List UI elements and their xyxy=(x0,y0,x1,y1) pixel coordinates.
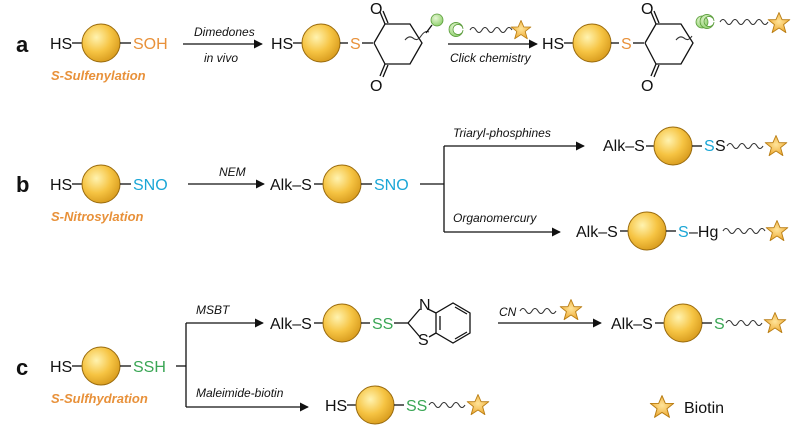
panel-c-label: c xyxy=(16,355,28,380)
b-sno-text: SNO xyxy=(133,177,168,194)
c-lower-ss: SS xyxy=(406,398,427,415)
b-protein-sphere xyxy=(81,164,121,204)
a-click-chemistry: Click chemistry xyxy=(450,51,532,65)
b-reagent-organomercury: Organomercury xyxy=(453,211,537,225)
b-lower-s-blue: S xyxy=(678,224,689,241)
c-final-s: S xyxy=(714,316,725,333)
a-ketone-o-bottom: O xyxy=(370,78,382,95)
c-ss-text: SS xyxy=(372,316,393,333)
c-benz-s: S xyxy=(418,332,429,349)
a-hs-text-2: HS xyxy=(271,36,293,53)
c-benzothiazole xyxy=(407,302,471,344)
c-lower-biotin-star-icon xyxy=(466,394,490,416)
c-cn-linker xyxy=(519,307,557,315)
c-modification-name: S-Sulfhydration xyxy=(51,391,148,406)
a-alkyne-probe xyxy=(430,13,444,27)
a-soh-text: SOH xyxy=(133,36,168,53)
b-reagent-nem: NEM xyxy=(219,165,246,179)
a-ketone-o-bottom-2: O xyxy=(641,78,653,95)
a-protein-sphere xyxy=(81,23,121,63)
panel-b-label: b xyxy=(16,172,29,197)
c-lower-hs: HS xyxy=(325,398,347,415)
b-protein-sphere-2 xyxy=(322,164,362,204)
b-upper-alk-s: Alk–S xyxy=(603,138,645,155)
c-reagent-maleimide-biotin: Maleimide-biotin xyxy=(196,386,284,400)
c-protein-sphere-2 xyxy=(322,303,362,343)
c-reagent-msbt: MSBT xyxy=(196,303,231,317)
a-dimedone-ring-2 xyxy=(644,10,694,78)
c-final-linker xyxy=(725,319,763,327)
a-reagent-invivo: in vivo xyxy=(204,51,238,65)
c-hs-text: HS xyxy=(50,359,72,376)
a-hs-text-3: HS xyxy=(542,36,564,53)
a-protein-sphere-3 xyxy=(572,23,612,63)
b-upper-s-black: S xyxy=(715,138,726,155)
b-reagent-triarylphosphines: Triaryl-phosphines xyxy=(453,126,551,140)
a-ketone-o-top-2: O xyxy=(641,1,653,18)
c-protein-sphere-3 xyxy=(663,303,703,343)
a-hs-text: HS xyxy=(50,36,72,53)
c-benz-n: N xyxy=(419,297,431,314)
c-final-alk-s: Alk–S xyxy=(611,316,653,333)
c-protein-sphere xyxy=(81,346,121,386)
a-s-text: S xyxy=(350,36,361,53)
a-modification-name: S-Sulfenylation xyxy=(51,68,146,83)
b-lower-biotin-star-icon xyxy=(765,220,789,242)
b-lower-hg: –Hg xyxy=(689,224,718,241)
b-upper-linker xyxy=(726,142,764,150)
legend-biotin-label: Biotin xyxy=(684,400,724,417)
b-upper-s-blue: S xyxy=(704,138,715,155)
b-lower-alk-s: Alk–S xyxy=(576,224,618,241)
c-cn-biotin-star-icon xyxy=(559,299,583,321)
a-linker xyxy=(719,18,769,26)
b-sno-text-2: SNO xyxy=(374,177,409,194)
b-protein-sphere-4 xyxy=(627,211,667,251)
panel-a-label: a xyxy=(16,32,29,57)
legend-biotin-star-icon xyxy=(649,395,675,418)
a-biotin-star-icon xyxy=(767,12,791,34)
a-dimedone-ring xyxy=(373,10,430,78)
b-protein-sphere-3 xyxy=(653,126,693,166)
b-upper-biotin-star-icon xyxy=(764,135,788,157)
a-ketone-o-top: O xyxy=(370,1,382,18)
c-cn-text: CN xyxy=(499,305,517,319)
a-s-text-2: S xyxy=(621,36,632,53)
c-final-biotin-star-icon xyxy=(763,312,787,334)
b-alk-s-text: Alk–S xyxy=(270,177,312,194)
b-modification-name: S-Nitrosylation xyxy=(51,209,144,224)
a-reagent-dimedones: Dimedones xyxy=(194,25,255,39)
b-hs-text: HS xyxy=(50,177,72,194)
b-lower-linker xyxy=(722,227,766,235)
a-protein-sphere-2 xyxy=(301,23,341,63)
c-protein-sphere-4 xyxy=(355,385,395,425)
c-lower-linker xyxy=(428,401,466,409)
c-alk-s-text: Alk–S xyxy=(270,316,312,333)
a-click-reagent xyxy=(448,19,532,40)
c-ssh-text: SSH xyxy=(133,359,166,376)
